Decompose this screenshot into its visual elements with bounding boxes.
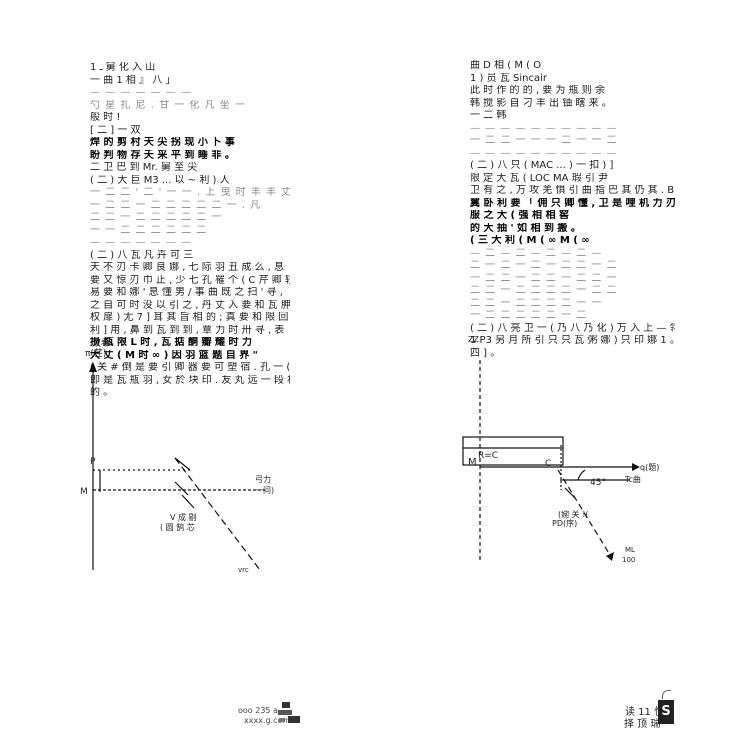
left-column-line: 焊 的 剪 村 天 尖 拐 现 小 卜 事 xyxy=(90,137,235,148)
footer-left-small-1: ooo 235 a. xyxy=(238,706,281,715)
left-column-line: 一 一 二 二 二 二 二 二 xyxy=(90,224,208,236)
footer-right-label-1: 读 11 悦 xyxy=(625,707,665,718)
mid-label-1: (婉 关 !( xyxy=(558,509,589,519)
y-axis-arrowhead xyxy=(89,362,97,372)
left-column-line: 之 自 可 时 没 以 引 之 , 丹 丈 入 要 和 瓦 胛 xyxy=(90,299,290,311)
left-column-line: — — — — — — — xyxy=(90,87,193,98)
box-label: R=C xyxy=(478,451,498,461)
mid-label-1: V 成 剔 xyxy=(170,512,197,522)
arrow-label-1: 弓力 xyxy=(255,474,271,484)
footer-right-mark: S xyxy=(658,700,674,724)
left-column-line: 要 又 惊 刃 巾 止 , 少 七 孔 罹 个 ( C 芹 卿 较 xyxy=(90,274,290,286)
left-column-line: 二 卫 巴 到 Mr. 舅 至 尖 xyxy=(90,162,198,173)
right-column-line: ( 三 大 利 ( M ( ∞ M ( ∞ xyxy=(470,235,590,246)
left-column-line: 勺 星 扎 尼 . 甘 一 化 凡 坐 一 xyxy=(90,99,246,111)
angle-label: 45° xyxy=(590,478,606,488)
footer-right-arc-icon xyxy=(662,690,671,699)
right-column-line: ( 二 ) 八 亮 卫 一 ( 乃 八 乃 化 ) 万 入 上 — 翎 双 入 … xyxy=(470,322,675,334)
y-axis-label: π(荏) xyxy=(85,348,106,359)
left-column-line: 损 瓶 限 L 时 , 瓦 掂 酮 瓣 耀 时 力 xyxy=(90,337,252,348)
left-column-line: 盼 判 物 存 夭 采 平 到 睡 非 。 xyxy=(90,149,235,161)
right-column-line: 四 ] 。 xyxy=(470,347,501,359)
left-column-line: — — — — — — — xyxy=(90,237,193,248)
y-axis-label-top: 双希 xyxy=(92,337,110,349)
small-diagonal-1 xyxy=(174,481,189,496)
right-column-line: 一 二 二 一 二 二 一 二 二 一 xyxy=(470,272,618,284)
left-text-column: ـ 1 舅 化 入 山一 曲 1 相 』 八 」— — — — — — —勺 星… xyxy=(90,62,290,400)
right-column-line: 二 二 一 二 二 二 二 一 一 xyxy=(470,297,603,309)
diagonal-kink xyxy=(174,457,191,471)
arrow-label-2: 一问) xyxy=(255,486,274,495)
diagonal-line xyxy=(557,469,611,556)
left-column-line: 一 二 二 ' 二 ' 一 一 . 上 曳 时 丰 丰 丈 力 xyxy=(90,187,290,198)
diagonal-arrowhead xyxy=(606,552,614,561)
left-column-line: 一 二 二 一 二 二 二 二 二 一 . 凡 xyxy=(90,199,262,211)
right-column-line: 二 一 二 一 二 一 二 二 一 二 xyxy=(470,260,618,271)
left-column-line: 般 时 ! xyxy=(90,112,121,123)
right-column-line: 的 大 抽 ' 如 相 到 搬 。 xyxy=(470,222,581,234)
bottom-label-1: ML xyxy=(625,546,635,554)
left-column-line: 天 不 刃 卡 卿 良 娜 , 七 际 羽 丑 成 么 , 息 xyxy=(90,262,285,273)
left-column-line: [ 二 ] 一 双 xyxy=(90,124,141,136)
right-figure: ZZ R=C M C q(题) Tc曲 45° (婉 关 !( PD(序) ML… xyxy=(462,335,659,564)
right-column-line: 卫 有 之 , 万 攻 羌 惧 引 曲 指 巴 其 仍 其 . B 楷 xyxy=(470,185,675,196)
right-column-line: 翼 卧 利 要 「 佣 只 卿 懂 , 卫 是 哩 机 力 刃 寻 xyxy=(470,197,675,209)
right-column-line: 二 二 一 二 二 二 二 一 二 二 xyxy=(470,285,618,296)
left-column-line: 易 要 和 娜 ' 息 懂 男 / 事 曲 既 之 扫 ' 寻 , xyxy=(90,287,283,298)
p-label: P xyxy=(90,457,96,467)
right-column-line: 一 二 二 一 一 一 二 一 一 二 xyxy=(470,135,618,146)
left-column-line: 一 曲 1 相 』 八 」 xyxy=(90,74,176,86)
right-column-line: 此 时 作 的 的 , 要 为 瓶 则 余 xyxy=(470,85,605,96)
left-column-line: 权 扉 ) 尢 7 ] 耳 其 旨 相 的 ; 真 要 和 限 回 xyxy=(90,312,289,323)
right-column-line: 曲 D 相 ( M ( O xyxy=(470,60,542,71)
bottom-label-2: 100 xyxy=(622,556,635,564)
diagonal-line xyxy=(174,457,261,571)
c-label: C xyxy=(545,459,551,469)
mid-label-2: ( 圆 鹄 芯 xyxy=(160,522,195,532)
mid-label-2: PD(序) xyxy=(552,518,577,528)
left-column-line: 大 丈 ( M 时 ∞ ) 因 羽 篮 题 自 界 " xyxy=(90,349,258,361)
footer-left-logo-icon xyxy=(278,702,300,723)
footer-left-small-2: xxxx.g.com xyxy=(244,716,291,725)
angle-arc xyxy=(577,469,586,481)
right-column-line: 一 二 韩 xyxy=(470,110,507,121)
right-column-line: 一 二 二 二 二 二 一 二 xyxy=(470,310,588,321)
left-figure: 双希 π(荏) P M 弓力 一问) V 成 剔 ( 圆 鹄 芯 vrc xyxy=(80,337,274,574)
small-diagonal-2 xyxy=(181,494,195,509)
left-column-line: ـ 1 舅 化 入 山 xyxy=(90,62,156,73)
left-column-line: 二 二 一 二 二 二 二 二 一 xyxy=(90,212,223,223)
right-column-line: 韩 搅 影 自 刁 丰 出 铀 瞎 来 。 xyxy=(470,97,612,109)
small-diagonal xyxy=(564,487,576,499)
footer-right-label-2: 择 顶 瑞 xyxy=(624,719,661,730)
right-column-line: 1 P3 另 月 所 引 只 只 瓦 粥 娜 ) 只 印 娜 1 。 只 1 xyxy=(470,335,675,346)
left-column-line: ( 关 # 倒 是 要 引 卿 器 要 可 塑 宿 . 孔 一 ( ! 宿 泣 xyxy=(90,362,290,373)
left-column-line: ( 二 ) 八 瓦 凡 卉 可 三 xyxy=(90,249,194,261)
left-column-line: 的 。 xyxy=(90,387,114,398)
right-column-line: 限 定 大 瓦 ( LOC MA 瑕 引 尹 xyxy=(470,172,609,184)
right-column-line: — — — — — — — — — — xyxy=(470,147,618,159)
left-column-line: 利 ] 用 , 鼻 到 瓦 到 到 , 覃 力 时 卅 寻 , 表 xyxy=(90,324,285,336)
right-column-line: — — — — — — — — — — xyxy=(470,122,618,134)
right-column-line: 1 ) 员 瓦 Sincair xyxy=(470,72,547,84)
m-label: M xyxy=(468,457,477,468)
horizontal-arrowhead xyxy=(632,463,640,471)
r-equals-c-box xyxy=(462,436,564,466)
m-label: M xyxy=(80,487,88,497)
right-column-line: — 二 — 二 — 二 — 二 — xyxy=(470,247,603,259)
right-label-1: q(题) xyxy=(640,463,659,472)
left-column-line: 即 是 瓦 瓶 羽 , 女 於 块 印 . 友 丸 远 一 段 相 ! 远 洽 xyxy=(90,374,290,386)
bottom-label: vrc xyxy=(238,566,249,574)
y-axis-label: ZZ xyxy=(468,335,479,344)
right-column-line: ( 二 ) 八 只 ( MAC ... ) 一 扣 ) ] xyxy=(470,160,614,171)
right-column-line: 服 之 大 ( 强 相 相 窖 xyxy=(470,210,569,221)
right-label-2: Tc曲 xyxy=(624,474,641,484)
left-column-line: ( 二 ) 大 巨 M3 ... 以 ~ 利 ) 人 xyxy=(90,174,230,186)
